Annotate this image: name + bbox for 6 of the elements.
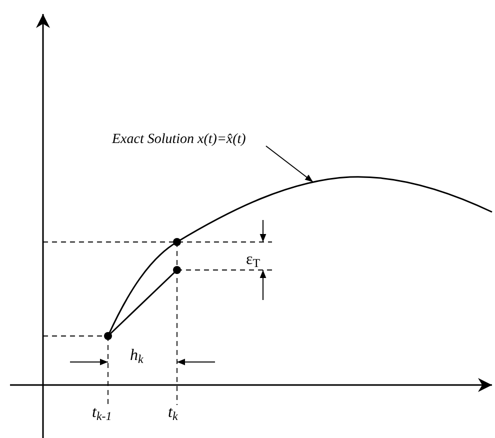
time-tick-label: t$_{k-1}$ (92, 405, 112, 421)
time-tick-label: t$_{k}$ (168, 405, 178, 421)
step-size-label: h$_{k}$ (130, 348, 144, 364)
leader-arrow (266, 146, 314, 182)
curve-label: Exact Solution x(t)=x̂(t) (112, 132, 246, 147)
error-label: ε$_{T}$ (246, 252, 260, 268)
